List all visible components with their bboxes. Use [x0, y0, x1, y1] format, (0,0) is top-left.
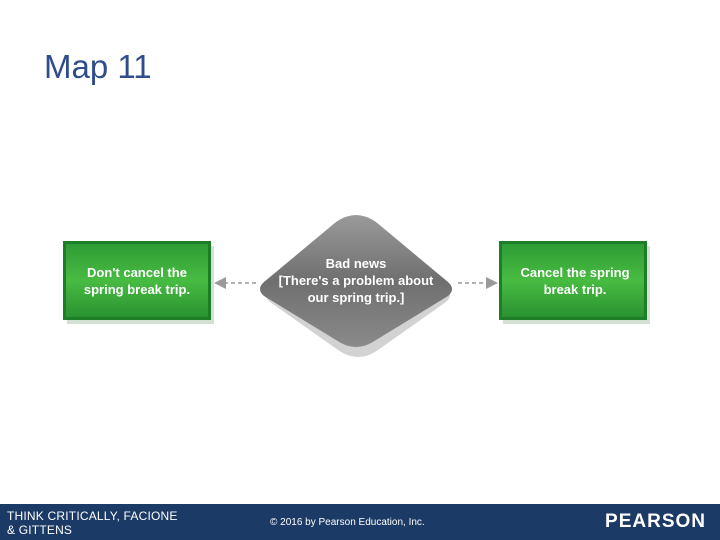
pearson-logo: PEARSON [605, 511, 706, 532]
right-box-line-1: Cancel the spring [520, 265, 629, 280]
diamond-line-2: [There's a problem about [279, 273, 434, 288]
footer-book-title-line-1: THINK CRITICALLY, FACIONE [7, 509, 178, 523]
left-box-line-2: spring break trip. [84, 282, 190, 297]
footer-copyright: © 2016 by Pearson Education, Inc. [270, 517, 425, 528]
left-box-line-1: Don't cancel the [87, 265, 187, 280]
center-evidence-diamond: Bad news [There's a problem about our sp… [260, 215, 452, 357]
right-box-line-2: break trip. [544, 282, 607, 297]
slide-title: Map 11 [44, 48, 152, 85]
footer-book-title: THINK CRITICALLY, FACIONE & GITTENS [7, 509, 178, 537]
footer-book-title-line-2: & GITTENS [7, 523, 73, 537]
left-conclusion-box: Don't cancel the spring break trip. [63, 241, 214, 324]
footer-bar: THINK CRITICALLY, FACIONE & GITTENS © 20… [0, 504, 720, 540]
diamond-line-3: our spring trip.] [308, 290, 405, 305]
right-conclusion-box: Cancel the spring break trip. [499, 241, 650, 324]
diamond-line-1: Bad news [326, 256, 387, 271]
